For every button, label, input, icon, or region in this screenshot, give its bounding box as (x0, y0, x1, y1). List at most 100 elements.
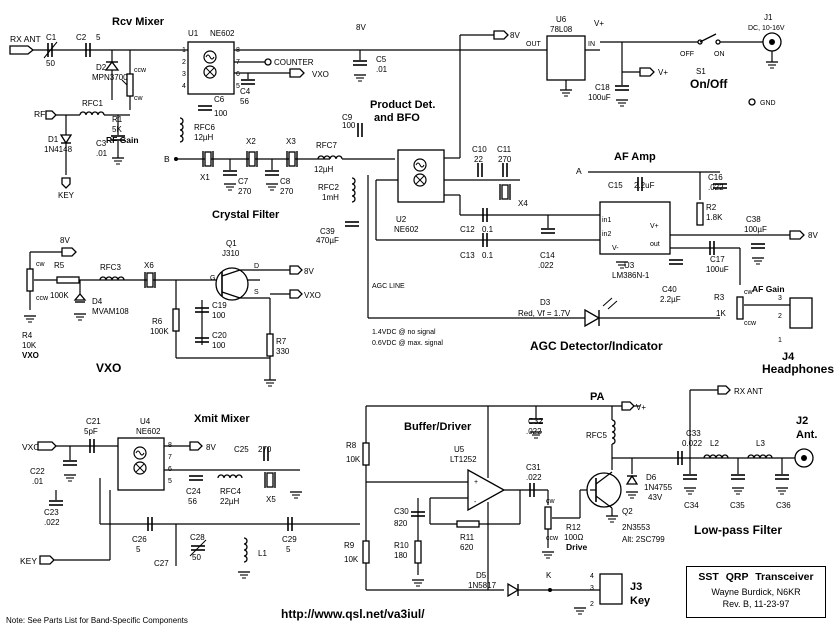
c15-value: 2.2uF (634, 181, 655, 190)
bfo-heading: and BFO (374, 112, 420, 124)
r10-value: 180 (394, 551, 408, 560)
j4-label: J4 (782, 351, 795, 363)
c23-value: .022 (44, 518, 60, 527)
x4-crystal (499, 183, 511, 201)
af-amp-section: AF Amp A C15 2.2uF in1 in2 V- V+ out U3 … (576, 151, 834, 376)
svg-text:cw: cw (744, 289, 754, 296)
r12-label: R12 (566, 523, 581, 532)
r1-cw: cw (134, 95, 144, 102)
svg-text:7: 7 (168, 454, 172, 461)
c12-label: C12 (460, 225, 475, 234)
gnd-terminal[interactable] (748, 98, 756, 106)
c11-label: C11 (497, 145, 512, 154)
vxo-out-label-u1: VXO (312, 70, 329, 79)
rfc4-choke (217, 474, 243, 479)
d6-value: 1N4755 (644, 483, 673, 492)
c4-label: C4 (240, 87, 251, 96)
j3-label: J3 (630, 581, 642, 593)
vxo-connector-xmit[interactable] (37, 441, 57, 451)
c6-label: C6 (214, 95, 225, 104)
x1-label: X1 (200, 173, 210, 182)
c11-value: 270 (498, 155, 512, 164)
title-block-date: 11-23-97 (754, 599, 790, 609)
agc-note-2: 0.6VDC @ max. signal (372, 340, 443, 347)
j4-headphone-jack[interactable] (789, 297, 813, 329)
x1-crystal (202, 150, 214, 168)
s1-switch[interactable] (699, 33, 717, 43)
r1-value: 5K (112, 125, 122, 134)
r7-label: R7 (276, 337, 287, 346)
r4-tune-pot[interactable] (26, 268, 34, 292)
title-block-revision: Rev. B, 11-23-97 (687, 599, 825, 609)
q2-alt: Alt: 2SC799 (622, 535, 665, 544)
rfc7-label: RFC7 (316, 141, 337, 150)
source-url[interactable]: http://www.qsl.net/va3iul/ (281, 607, 425, 621)
key-connector-bottom[interactable] (39, 555, 55, 565)
c39-value: 470µF (316, 236, 339, 245)
c38-label: C38 (746, 215, 761, 224)
r3-af-gain-pot[interactable] (736, 296, 744, 320)
svg-text:ccw: ccw (546, 535, 559, 542)
c38-value: 100µF (744, 225, 767, 234)
rf-connector[interactable] (45, 110, 57, 120)
key-label-top: KEY (58, 191, 75, 200)
r8-value: 10K (346, 455, 361, 464)
counter-label: COUNTER (274, 58, 314, 67)
rx-ant-connector[interactable] (9, 45, 35, 55)
svg-text:+: + (474, 479, 478, 486)
c3-value: .01 (96, 149, 108, 158)
rfc1-choke (79, 111, 105, 116)
v8-connector-u2[interactable] (493, 30, 509, 40)
r1-rf-gain-pot[interactable] (126, 73, 134, 97)
c26-label: C26 (132, 535, 147, 544)
c19-value: 100 (212, 311, 226, 320)
r8-label: R8 (346, 441, 357, 450)
c5-value: .01 (376, 65, 388, 74)
u2-label: U2 (396, 215, 407, 224)
low-pass-heading: Low-pass Filter (694, 523, 782, 537)
rcv-mixer-heading: Rcv Mixer (112, 16, 165, 28)
u1-label: U1 (188, 29, 199, 38)
d6-zener (625, 474, 639, 485)
r2-label: R2 (706, 203, 717, 212)
product-det-section: Product Det. and BFO U2 NE602 8V C10 22 … (367, 30, 600, 318)
v8-connector-af[interactable] (789, 230, 805, 240)
svg-text:D: D (254, 263, 259, 270)
v8-label-u2: 8V (510, 31, 520, 40)
vxo-connector-u1[interactable] (289, 68, 305, 78)
agc-note-1: 1.4VDC @ no signal (372, 329, 436, 336)
key-label-bottom: KEY (20, 556, 37, 566)
vplus-out-label: V+ (658, 68, 668, 77)
c40-value: 2.2µF (660, 295, 681, 304)
x2-crystal (246, 150, 258, 168)
off-label: OFF (680, 51, 694, 58)
key-connector-top[interactable] (61, 177, 71, 189)
svg-text:1: 1 (182, 47, 186, 54)
c25-label: C25 (234, 445, 249, 454)
rcv-mixer-section: Rcv Mixer RX ANT C1 50 C2 5 D2 MPN3700 c… (9, 16, 600, 200)
r12-drive-pot[interactable] (544, 506, 552, 530)
j3-key-jack[interactable] (599, 573, 623, 605)
r5-value: 100K (50, 291, 69, 300)
svg-text:2: 2 (590, 601, 594, 608)
vplus-connector[interactable] (639, 67, 655, 77)
svg-text:3: 3 (778, 295, 782, 302)
u3-label: U3 (624, 261, 635, 270)
a-node-label: A (576, 166, 582, 176)
u6-label: U6 (556, 15, 567, 24)
c20-label: C20 (212, 331, 227, 340)
c22-value: .01 (32, 477, 44, 486)
r10-label: R10 (394, 541, 409, 550)
r6-value: 100K (150, 327, 169, 336)
pa-section: PA RFC5 Q2 2N3553 Alt: 2SC799 C33 0.022 … (586, 385, 800, 544)
svg-text:2: 2 (778, 313, 782, 320)
svg-text:1: 1 (778, 337, 782, 344)
svg-text:3: 3 (182, 71, 186, 78)
u2-value: NE602 (394, 225, 419, 234)
rx-ant-connector-pa[interactable] (717, 385, 731, 395)
d3-led (584, 308, 601, 328)
c18-value: 100uF (588, 93, 611, 102)
gnd-label: GND (760, 100, 776, 107)
svg-text:cw: cw (546, 498, 556, 505)
d5-value: 1N5817 (468, 581, 497, 590)
